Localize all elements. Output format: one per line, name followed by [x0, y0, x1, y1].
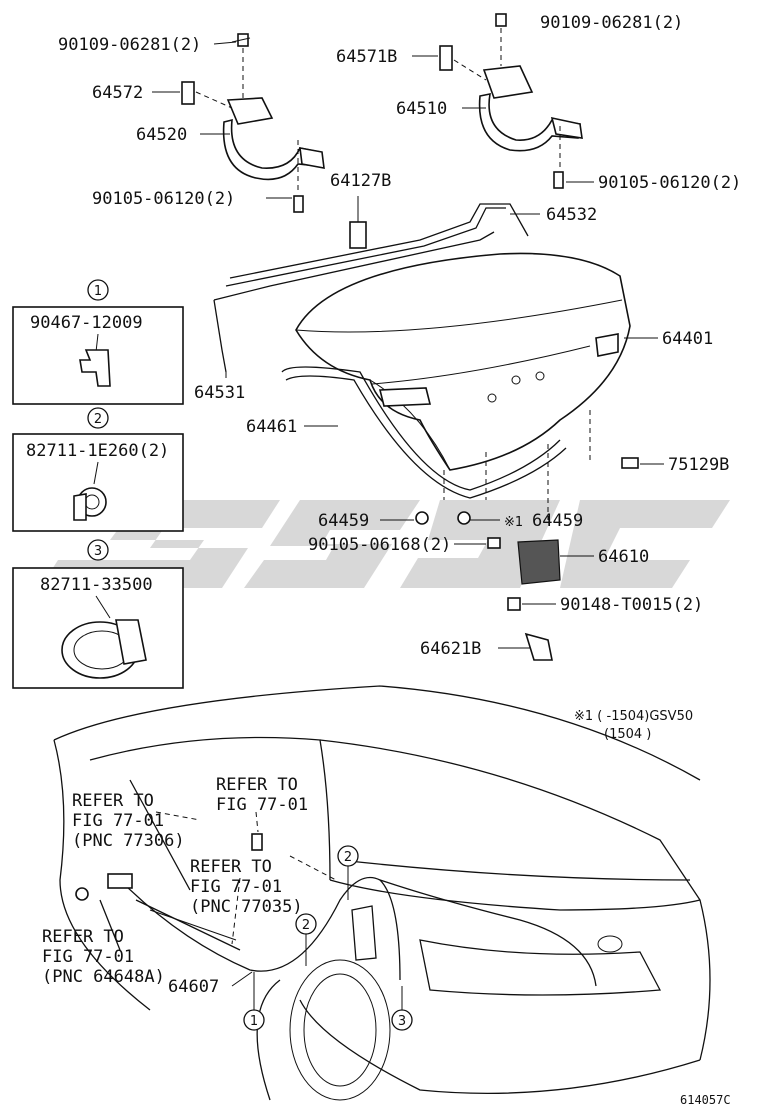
cushion-64459-left — [415, 511, 429, 525]
inset-box-1-part: 90467-12009 — [30, 313, 143, 333]
callout-1 — [243, 1009, 265, 1031]
clip-90467-icon — [79, 349, 111, 387]
torsion-bars — [213, 203, 536, 373]
bracket-64127B — [349, 221, 367, 249]
inset-box-2-number: 2 — [94, 412, 102, 427]
refer-1-line-1: REFER TO — [72, 791, 154, 811]
label-64520: 64520 — [136, 125, 187, 145]
cable-handle-icon — [107, 873, 133, 889]
refer-3-line-2: FIG 77-01 — [190, 877, 282, 897]
label-64610: 64610 — [598, 547, 649, 567]
inset-box-2: 2 82711-1E260(2) — [12, 407, 184, 532]
label-64401: 64401 — [662, 329, 713, 349]
svg-text:1: 1 — [250, 1014, 258, 1029]
label-90105-right: 90105-06120(2) — [598, 173, 741, 193]
inset-box-1: 1 90467-12009 — [12, 279, 184, 405]
bolt-cable-icon — [251, 833, 263, 851]
callouts: 1 2 2 3 — [243, 845, 413, 1031]
inset-box-3: 3 82711-33500 — [12, 539, 184, 689]
refer-4-line-3: (PNC 64648A) — [42, 967, 165, 987]
bolt-bottom-left — [293, 195, 304, 213]
cushion-64459-right — [457, 511, 471, 525]
clip-64572 — [181, 81, 195, 105]
refer-4-line-1: REFER TO — [42, 927, 124, 947]
leader-lines — [152, 41, 664, 649]
label-64531: 64531 — [194, 383, 245, 403]
callout-3 — [391, 1009, 413, 1031]
label-64571B: 64571B — [336, 47, 397, 67]
refer-3-line-1: REFER TO — [190, 857, 272, 877]
lock-64610 — [517, 539, 561, 585]
label-64572: 64572 — [92, 83, 143, 103]
weatherstrip-64461 — [281, 366, 561, 491]
cable-64607 — [75, 833, 597, 987]
label-90105-06168: 90105-06168(2) — [308, 535, 451, 555]
refer-1-line-2: FIG 77-01 — [72, 811, 164, 831]
refer-2-line-2: FIG 77-01 — [216, 795, 308, 815]
hinge-64520 — [181, 33, 325, 213]
label-90109-top-left: 90109-06281(2) — [58, 35, 201, 55]
label-64461: 64461 — [246, 417, 297, 437]
label-64127B: 64127B — [330, 171, 391, 191]
hinge-64510 — [439, 13, 583, 189]
label-64621B: 64621B — [420, 639, 481, 659]
label-64532: 64532 — [546, 205, 597, 225]
label-64459-right: 64459 — [532, 511, 583, 531]
callout-2a — [295, 913, 317, 935]
inset-box-3-number: 3 — [94, 544, 102, 559]
inset-box-1-number: 1 — [94, 284, 102, 299]
clip-64571B — [439, 45, 453, 71]
note-line-2: (1504 ) — [604, 727, 651, 742]
label-90148: 90148-T0015(2) — [560, 595, 703, 615]
label-64607: 64607 — [168, 977, 219, 997]
car-rear-body — [53, 685, 711, 1101]
refer-4-line-2: FIG 77-01 — [42, 947, 134, 967]
label-90105-left: 90105-06120(2) — [92, 189, 235, 209]
svg-text:3: 3 — [398, 1014, 406, 1029]
label-64459-left: 64459 — [318, 511, 369, 531]
inset-box-2-part: 82711-1E260(2) — [26, 441, 169, 461]
trunk-lid-64401 — [295, 252, 631, 520]
callout-2b — [337, 845, 359, 867]
bolt-90105-06168 — [487, 537, 501, 549]
refer-2-line-1: REFER TO — [216, 775, 298, 795]
svg-text:2: 2 — [344, 850, 352, 865]
svg-text:2: 2 — [302, 918, 310, 933]
bolt-bottom-right — [553, 171, 564, 189]
label-64510: 64510 — [396, 99, 447, 119]
cushion-75129B — [621, 457, 639, 469]
bolt-90148 — [507, 597, 521, 611]
inset-box-3-part: 82711-33500 — [40, 575, 153, 595]
label-75129B: 75129B — [668, 455, 729, 475]
diagram-code: 614057C — [680, 1093, 731, 1107]
label-64459-mark: ※1 — [504, 515, 523, 530]
refer-3-line-3: (PNC 77035) — [190, 897, 303, 917]
label-90109-top-right: 90109-06281(2) — [540, 13, 683, 33]
bolt-head-top-right — [495, 13, 507, 27]
striker-64621B — [524, 632, 553, 661]
note-line-1: ※1 ( -1504)GSV50 — [574, 709, 693, 724]
refer-1-line-3: (PNC 77306) — [72, 831, 185, 851]
